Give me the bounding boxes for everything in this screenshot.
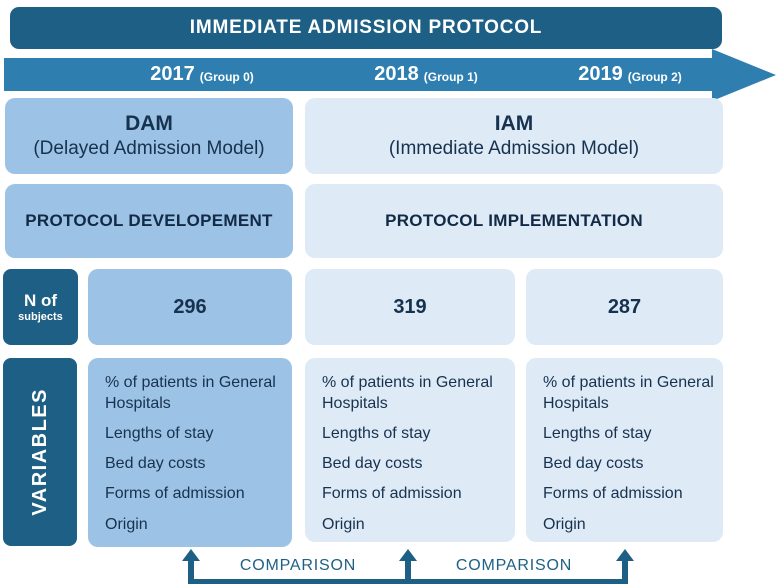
up-arrow-icon [616, 549, 634, 561]
variable-item: Bed day costs [105, 455, 206, 473]
variables-list-group2: % of patients in General Hospitals Lengt… [526, 358, 723, 542]
variable-item: Origin [105, 515, 148, 533]
variable-item: Lengths of stay [543, 425, 652, 443]
variables-header: VARIABLES [3, 358, 77, 546]
page-title-text: IMMEDIATE ADMISSION PROTOCOL [189, 17, 543, 38]
protocol-implementation-label: PROTOCOL IMPLEMENTATION [385, 211, 643, 230]
timeline-year-group2: 2019 (Group 2) [578, 58, 682, 91]
dam-abbr: DAM [125, 112, 173, 135]
count-group2-value: 287 [607, 295, 642, 318]
variable-item: % of patients in General Hospitals [105, 374, 276, 413]
up-arrow-icon [182, 549, 200, 561]
variable-item: Forms of admission [105, 485, 245, 503]
n-of-subjects-header: N of subjects [3, 269, 78, 345]
timeline-year-group0: 2017 (Group 0) [150, 58, 254, 91]
timeline-arrowhead-icon [712, 49, 776, 101]
iam-abbr: IAM [494, 112, 534, 135]
count-group0-value: 296 [173, 295, 207, 318]
comparison-arrow-stem [622, 560, 628, 582]
variable-item: Origin [543, 515, 586, 533]
dam-full-name: (Delayed Admission Model) [33, 138, 265, 160]
subject-count-group2: 287 [526, 269, 723, 345]
variable-item: Bed day costs [543, 455, 644, 473]
iam-model-box: IAM (Immediate Admission Model) [305, 98, 723, 174]
year-2018: 2018 [374, 63, 419, 85]
n-of-label: N of [23, 290, 58, 310]
dam-model-box: DAM (Delayed Admission Model) [5, 98, 293, 174]
variables-list-group0: % of patients in General Hospitals Lengt… [88, 358, 292, 547]
comparison-label-right: COMPARISON [455, 557, 573, 574]
comparison-label-left: COMPARISON [239, 557, 357, 574]
variable-item: % of patients in General Hospitals [322, 374, 493, 413]
protocol-implementation-box: PROTOCOL IMPLEMENTATION [305, 184, 723, 258]
variable-item: Lengths of stay [105, 425, 214, 443]
variables-list-group1: % of patients in General Hospitals Lengt… [305, 358, 515, 542]
variable-item: % of patients in General Hospitals [543, 374, 714, 413]
group-1-label: (Group 1) [423, 69, 478, 84]
variable-item: Forms of admission [543, 485, 683, 503]
count-group1-value: 319 [393, 295, 427, 318]
comparison-arrow-stem [188, 560, 194, 582]
year-2017: 2017 [150, 63, 195, 85]
group-2-label: (Group 2) [627, 69, 682, 84]
group-0-label: (Group 0) [199, 69, 254, 84]
protocol-development-label: PROTOCOL DEVELOPEMENT [25, 211, 273, 230]
subject-count-group1: 319 [305, 269, 515, 345]
variable-item: Forms of admission [322, 485, 462, 503]
timeline-arrow-band: 2017 (Group 0) 2018 (Group 1) 2019 (Grou… [4, 58, 712, 91]
comparison-arrow-stem [405, 560, 411, 582]
year-2019: 2019 [578, 63, 623, 85]
timeline-year-group1: 2018 (Group 1) [374, 58, 478, 91]
iam-full-name: (Immediate Admission Model) [388, 138, 640, 160]
subjects-label: subjects [18, 311, 63, 324]
subject-count-group0: 296 [88, 269, 292, 345]
page-title: IMMEDIATE ADMISSION PROTOCOL [10, 7, 722, 49]
variable-item: Lengths of stay [322, 425, 431, 443]
protocol-development-box: PROTOCOL DEVELOPEMENT [5, 184, 293, 258]
variable-item: Origin [322, 515, 365, 533]
variables-label: VARIABLES [28, 388, 51, 516]
up-arrow-icon [399, 549, 417, 561]
variable-item: Bed day costs [322, 455, 423, 473]
